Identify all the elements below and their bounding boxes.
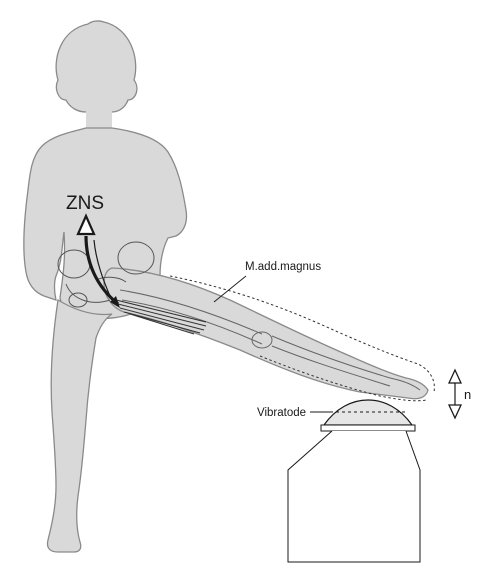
standing-leg (47, 300, 112, 552)
up-down-triangle-arrow-icon (449, 370, 461, 418)
label-m-add-magnus: M.add.magnus (245, 261, 321, 273)
label-n: n (464, 387, 471, 402)
vibratode-device (288, 400, 420, 562)
vibratode-plate (321, 425, 415, 431)
muscle-leader-line (214, 276, 246, 302)
neck (86, 110, 112, 130)
raised-leg (104, 268, 428, 399)
head (56, 21, 137, 112)
label-vibratode: Vibratode (257, 407, 306, 419)
label-zns: ZNS (66, 193, 104, 214)
vibratode-stand (288, 431, 420, 562)
